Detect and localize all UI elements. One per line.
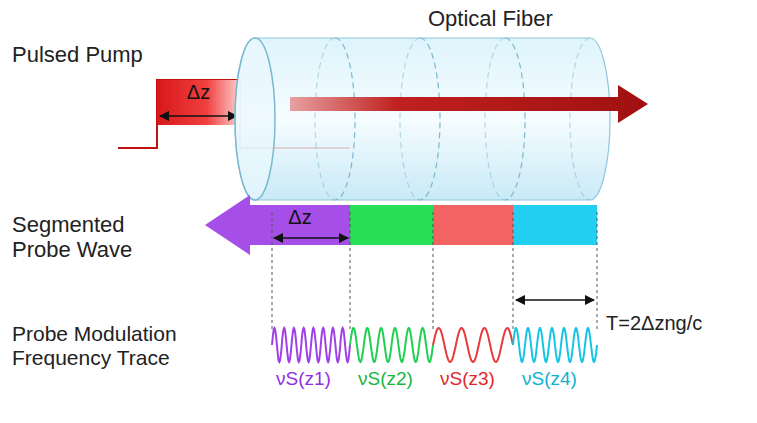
pump-arrow [290,85,648,123]
probe-segment [205,195,350,255]
fiber-body [235,38,610,200]
wave-trace [513,328,597,362]
pump-pulse: Δz [157,80,240,125]
probe-segment: Δz [250,205,350,245]
dimension-label: Δz [157,81,240,103]
wave-trace [350,328,433,362]
frequency-label: νS(z1) [276,368,331,390]
period-label: T=2Δzng/c [606,312,702,335]
guide-lines [272,212,597,332]
probe-label: Segmented Probe Wave [12,212,137,263]
frequency-label: νS(z4) [522,368,577,390]
probe-segment [513,205,597,245]
frequency-label: νS(z3) [440,368,495,390]
probe-segment [433,205,513,245]
dimension-label: Δz [250,206,350,228]
dimension-arrow [274,237,348,239]
trace-label: Probe Modulation Frequency Trace [12,322,252,370]
probe-segment [350,205,433,245]
period-arrow [516,299,594,301]
wave-trace [272,328,350,362]
wave-trace [433,328,513,362]
dimension-arrow [160,115,237,117]
modulation-waves [272,328,597,362]
frequency-label: νS(z2) [358,368,413,390]
pump-pulse [157,80,240,125]
fiber-face [235,38,275,200]
fiber-title: Optical Fiber [428,6,553,31]
pump-label: Pulsed Pump [12,42,143,67]
fiber-sections [315,38,590,200]
